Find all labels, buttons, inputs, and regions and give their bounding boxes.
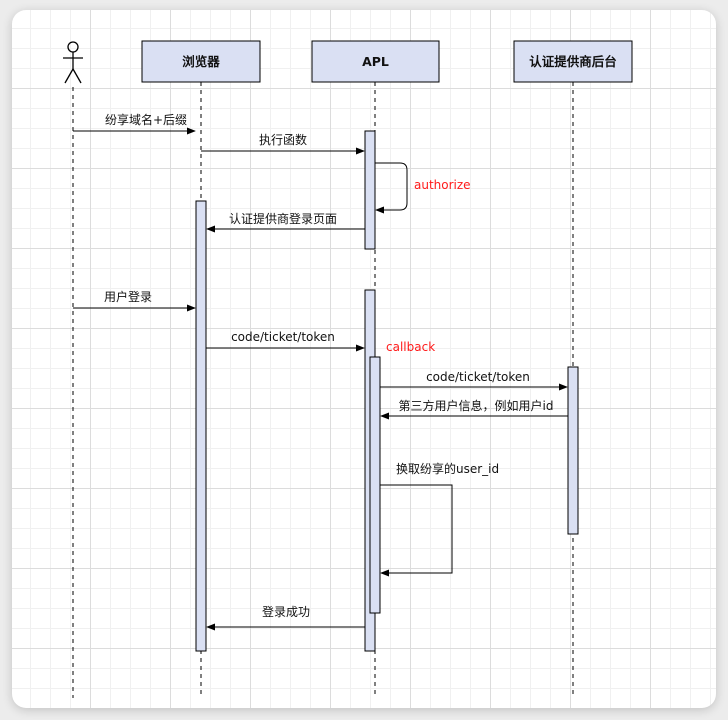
diagram-canvas: [12, 10, 716, 708]
participant-auth-backend-label: 认证提供商后台: [529, 54, 617, 69]
self-call-arrow-exchange: [380, 484, 453, 577]
user-actor-icon: [63, 41, 83, 84]
participant-browser: 浏览器: [141, 40, 261, 83]
participant-apl: APL: [311, 40, 440, 83]
message-label-9: 第三方用户信息，例如用户id: [399, 398, 554, 413]
participant-auth-backend: 认证提供商后台: [513, 40, 633, 83]
message-label-4: 认证提供商登录页面: [229, 211, 337, 226]
participant-browser-label: 浏览器: [182, 54, 220, 69]
apl-callback-activation-bar: [369, 356, 381, 614]
apl-activation-bar-1: [364, 130, 376, 250]
annotation-callback: callback: [386, 340, 435, 354]
message-label-6: code/ticket/token: [231, 330, 335, 344]
message-label-8: code/ticket/token: [426, 370, 530, 384]
self-call-arrow-authorize: [375, 162, 408, 214]
message-label-11: 登录成功: [262, 604, 310, 619]
message-label-10: 换取纷享的user_id: [396, 461, 499, 476]
participant-apl-label: APL: [362, 54, 389, 69]
message-label-5: 用户登录: [104, 289, 152, 304]
browser-activation-bar: [195, 200, 207, 652]
auth-backend-activation-bar: [567, 366, 579, 535]
message-label-2: 执行函数: [259, 132, 307, 147]
annotation-authorize: authorize: [414, 178, 471, 192]
message-label-1: 纷享域名+后缀: [105, 112, 187, 127]
